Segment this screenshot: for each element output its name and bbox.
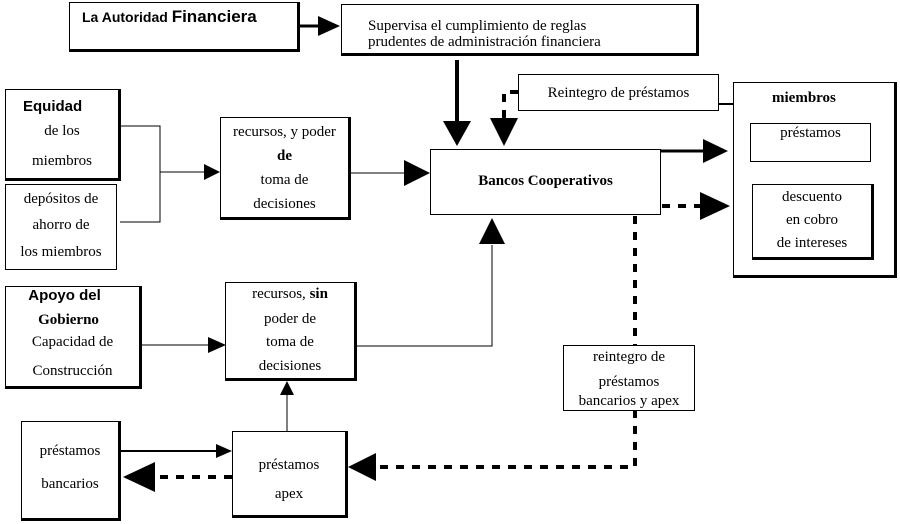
arrowhead-bancos-bottom — [479, 218, 505, 244]
node-depositos-ahorro: depósitos de ahorro de los miembros — [5, 184, 117, 270]
arrowhead-recursos-sin — [208, 337, 226, 353]
node-bancos-cooperativos: Bancos Cooperativos — [430, 149, 661, 215]
node-recursos-con-poder: recursos, y poder de toma de decisiones — [220, 117, 351, 220]
depositos-line3: los miembros — [20, 244, 102, 260]
node-supervisa: Supervisa el cumplimiento de reglas prud… — [341, 4, 699, 56]
recursos-sin-line3: toma de — [266, 334, 314, 350]
supervisa-line2: prudentes de administración financiera — [368, 34, 601, 50]
reintegro-bancarios-line1: reintegro de — [592, 349, 666, 365]
miembros-prestamos-label: préstamos — [780, 125, 841, 141]
arrowhead-bancos-top — [443, 121, 471, 146]
node-apoyo-gobierno: Apoyo del Gobierno Capacidad de Construc… — [5, 286, 142, 389]
edge-equidad-bracket — [120, 125, 161, 223]
apoyo-line3: Capacidad de — [31, 334, 114, 350]
recursos-sin-line2: poder de — [263, 311, 317, 327]
prestamos-apex-line2: apex — [274, 486, 304, 502]
autoridad-main: Financiera — [171, 7, 257, 26]
descuento-line3: de intereses — [776, 235, 848, 251]
recursos-con-line3: toma de — [260, 172, 309, 188]
arrowhead-miembros — [703, 139, 728, 163]
reintegro-top-label: Reintegro de préstamos — [547, 85, 690, 101]
depositos-line2: ahorro de — [32, 217, 90, 233]
node-miembros-prestamos: préstamos — [750, 123, 871, 162]
descuento-line1: descuento — [782, 189, 842, 205]
node-prestamos-apex: préstamos apex — [232, 431, 348, 518]
arrowhead-apex-solid — [216, 444, 232, 458]
recursos-sin-line4: decisiones — [258, 358, 322, 374]
equidad-line3: miembros — [32, 153, 92, 169]
arrowhead-apex-recursos-sin — [280, 381, 294, 395]
node-descuento-intereses: descuento en cobro de intereses — [752, 184, 874, 260]
arrowhead-descuento — [700, 192, 730, 220]
node-reintegro-prestamos-top: Reintegro de préstamos — [518, 74, 719, 111]
node-recursos-sin-poder: recursos, sin poder de toma de decisione… — [225, 282, 357, 381]
arrowhead-bancos-left — [404, 160, 430, 186]
node-equidad: Equidad de los miembros — [5, 89, 121, 181]
node-autoridad-financiera: La Autoridad Financiera — [69, 2, 300, 52]
apoyo-title1: Apoyo del — [28, 287, 101, 304]
arrowhead-supervisa — [318, 16, 340, 36]
depositos-line1: depósitos de — [23, 191, 99, 207]
supervisa-line1: Supervisa el cumplimiento de reglas — [368, 18, 587, 34]
bancos-label: Bancos Cooperativos — [478, 173, 613, 189]
descuento-line2: en cobro — [785, 212, 839, 228]
arrowhead-apex-dotted — [348, 453, 376, 481]
autoridad-prefix: La Autoridad — [82, 9, 172, 25]
prestamos-apex-line1: préstamos — [258, 457, 320, 473]
recursos-sin-line1b: sin — [309, 286, 328, 302]
prestamos-bancarios-line1: préstamos — [39, 443, 101, 459]
reintegro-bancarios-line3: bancarios y apex — [578, 393, 680, 409]
reintegro-bancarios-line2: préstamos — [598, 374, 660, 390]
arrowhead-reintegro-top — [490, 118, 518, 146]
apoyo-line4: Construcción — [32, 363, 113, 379]
recursos-con-line4: decisiones — [253, 196, 316, 212]
equidad-line2: de los — [44, 123, 80, 139]
recursos-con-line2: de — [277, 148, 292, 164]
node-reintegro-bancarios-apex: reintegro de préstamos bancarios y apex — [563, 345, 695, 411]
edge-reintegro-apex — [376, 410, 637, 469]
edge-recursos-sin-bancos — [357, 245, 493, 347]
recursos-con-line1: recursos, y poder — [233, 124, 336, 140]
node-prestamos-bancarios: préstamos bancarios — [21, 421, 121, 521]
arrowhead-bancarios — [123, 462, 155, 492]
recursos-sin-line1a: recursos, — [252, 286, 310, 302]
equidad-title: Equidad — [23, 98, 83, 115]
edge-reintegro-top-bancos — [502, 90, 518, 120]
arrowhead-recursos-con — [204, 164, 220, 180]
prestamos-bancarios-line2: bancarios — [41, 476, 99, 492]
apoyo-title2: Gobierno — [38, 312, 99, 328]
miembros-title: miembros — [772, 90, 836, 106]
